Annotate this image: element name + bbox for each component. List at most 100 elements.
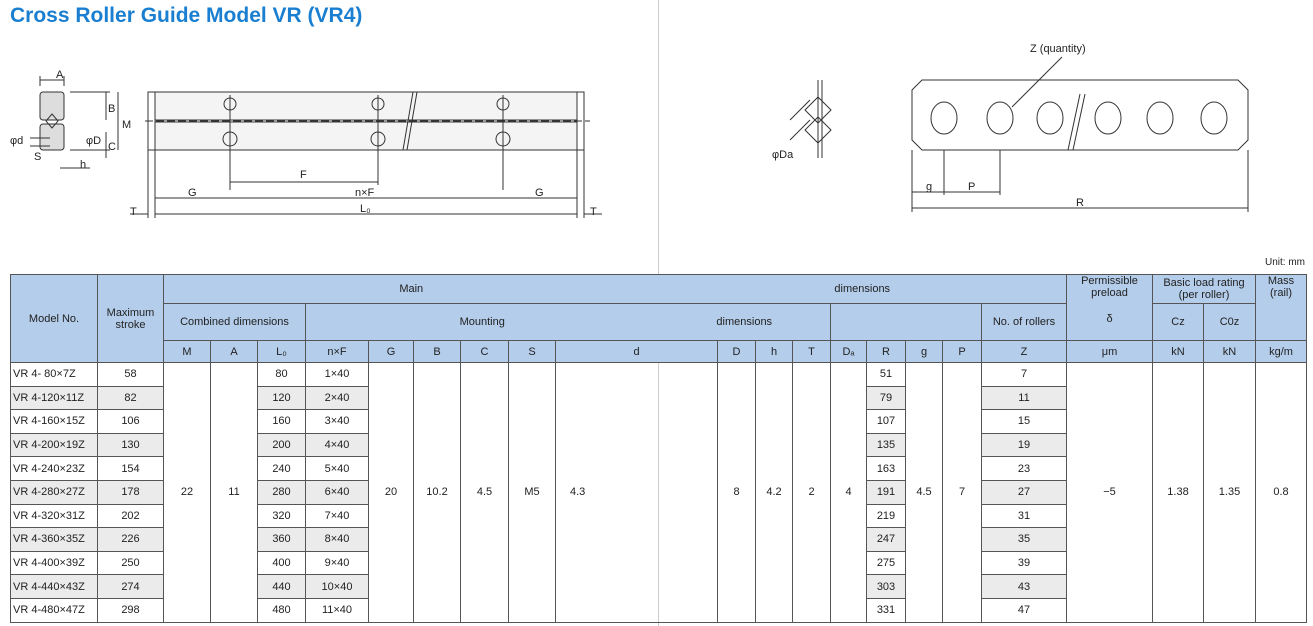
col-header: R bbox=[866, 340, 906, 363]
unit-header: μm bbox=[1066, 340, 1153, 363]
label-G-right: G bbox=[535, 187, 544, 199]
rollers bbox=[930, 101, 1228, 135]
cell-z: 23 bbox=[981, 456, 1067, 481]
cell-z: 27 bbox=[981, 479, 1067, 505]
header-dimensions-sub: dimensions bbox=[658, 303, 831, 341]
col-header: A bbox=[210, 340, 258, 363]
cell-model: VR 4- 80×7Z bbox=[10, 362, 98, 387]
label-T-left: T bbox=[130, 206, 137, 218]
cell-stroke: 154 bbox=[97, 456, 164, 481]
header-combined: Combined dimensions bbox=[163, 303, 306, 341]
cell-stroke: 58 bbox=[97, 362, 164, 387]
cell-a: 11 bbox=[210, 362, 258, 623]
cell-z: 19 bbox=[981, 432, 1067, 458]
col-header: g bbox=[905, 340, 943, 363]
cell-l0: 160 bbox=[257, 409, 306, 434]
rail-cross-section-drawing: A B M C φd φD S h bbox=[10, 69, 131, 170]
label-h: h bbox=[80, 159, 86, 170]
col-header: G bbox=[368, 340, 414, 363]
cell-r: 219 bbox=[866, 503, 906, 529]
col-header: h bbox=[755, 340, 793, 363]
cell-l0: 320 bbox=[257, 503, 306, 529]
cell-r: 247 bbox=[866, 527, 906, 552]
cell-d: 8 bbox=[717, 362, 756, 623]
header-mounting: Mounting bbox=[305, 303, 659, 341]
page-title: Cross Roller Guide Model VR (VR4) bbox=[10, 4, 363, 27]
header-model: Model No. bbox=[10, 274, 98, 363]
col-header: D bbox=[717, 340, 756, 363]
header-blank bbox=[830, 303, 982, 341]
cell-p: 7 bbox=[942, 362, 982, 623]
cell-l0: 360 bbox=[257, 527, 306, 552]
cell-b: 10.2 bbox=[413, 362, 461, 623]
cell-l0: 480 bbox=[257, 597, 306, 623]
cell-model: VR 4-120×11Z bbox=[10, 385, 98, 411]
label-B: B bbox=[108, 103, 115, 115]
cell-nf: 6×40 bbox=[305, 479, 369, 505]
cell-r: 107 bbox=[866, 409, 906, 434]
header-stroke: Maximum stroke bbox=[97, 274, 164, 363]
cell-delta: −5 bbox=[1066, 362, 1153, 623]
col-header: B bbox=[413, 340, 461, 363]
cell-r: 135 bbox=[866, 432, 906, 458]
cell-nf: 11×40 bbox=[305, 597, 369, 623]
label-A: A bbox=[56, 69, 64, 81]
cell-stroke: 226 bbox=[97, 527, 164, 552]
cell-r: 163 bbox=[866, 456, 906, 481]
cell-l0: 240 bbox=[257, 456, 306, 481]
col-header: S bbox=[508, 340, 556, 363]
unit-label: Unit: mm bbox=[1265, 257, 1305, 268]
cell-z: 47 bbox=[981, 597, 1067, 623]
header-main: Main bbox=[163, 274, 659, 304]
label-C: C bbox=[108, 141, 116, 153]
label-d: φd bbox=[10, 135, 23, 147]
cell-r: 79 bbox=[866, 385, 906, 411]
cell-h: 4.2 bbox=[755, 362, 793, 623]
cell-cz: 1.38 bbox=[1152, 362, 1204, 623]
col-header: L₀ bbox=[257, 340, 306, 363]
cell-z: 7 bbox=[981, 362, 1067, 387]
col-header: M bbox=[163, 340, 211, 363]
roller-cage-drawing: Z (quantity) g P R bbox=[911, 43, 1249, 212]
label-Z: Z (quantity) bbox=[1030, 43, 1086, 55]
label-R: R bbox=[1076, 197, 1084, 209]
cell-model: VR 4-200×19Z bbox=[10, 432, 98, 458]
cell-model: VR 4-280×27Z bbox=[10, 479, 98, 505]
cell-c0z: 1.35 bbox=[1203, 362, 1256, 623]
cell-z: 15 bbox=[981, 409, 1067, 434]
cell-l0: 200 bbox=[257, 432, 306, 458]
cell-c: 4.5 bbox=[460, 362, 509, 623]
label-g: g bbox=[926, 181, 932, 193]
label-Da: φDa bbox=[772, 149, 794, 161]
header-cz: Cz bbox=[1152, 303, 1204, 341]
col-header: d bbox=[555, 340, 718, 363]
cell-nf: 2×40 bbox=[305, 385, 369, 411]
cell-nf: 10×40 bbox=[305, 574, 369, 599]
cell-model: VR 4-160×15Z bbox=[10, 409, 98, 434]
cell-stroke: 298 bbox=[97, 597, 164, 623]
rail-side-view-drawing: F G n×F G L₀ T T bbox=[130, 91, 602, 218]
cell-model: VR 4-440×43Z bbox=[10, 574, 98, 599]
label-L0: L₀ bbox=[360, 203, 371, 215]
cell-l0: 400 bbox=[257, 550, 306, 576]
specification-table: Model No. Maximum stroke Main dimensions… bbox=[10, 274, 1307, 623]
label-P: P bbox=[968, 181, 975, 193]
label-G-left: G bbox=[188, 187, 197, 199]
cell-z: 31 bbox=[981, 503, 1067, 529]
cell-model: VR 4-240×23Z bbox=[10, 456, 98, 481]
header-delta: δ bbox=[1106, 313, 1113, 325]
cell-g: 20 bbox=[368, 362, 414, 623]
cell-mass: 0.8 bbox=[1255, 362, 1307, 623]
cell-nf: 5×40 bbox=[305, 456, 369, 481]
cell-s: M5 bbox=[508, 362, 556, 623]
unit-header: kg/m bbox=[1255, 340, 1307, 363]
